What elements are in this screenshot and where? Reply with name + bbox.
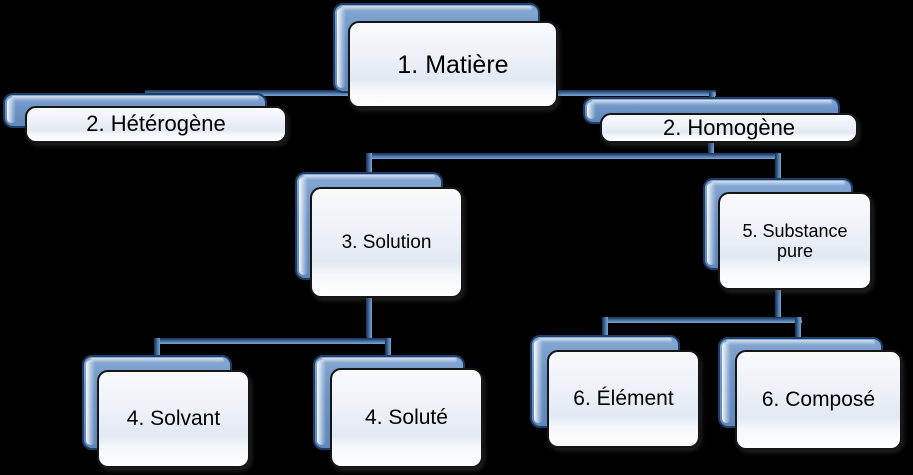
connector-drop-solvant: [154, 338, 160, 361]
node-substance-pure-label: 5. Substance pure: [742, 220, 848, 261]
connector-drop-solute: [385, 338, 391, 363]
node-solute: 4. Soluté: [330, 368, 483, 468]
connector-solution-down: [366, 290, 372, 343]
connector-drop-element: [602, 317, 608, 340]
connector-homogene-children: [366, 153, 781, 159]
node-heterogene-label: 2. Hétérogène: [86, 111, 226, 137]
node-heterogene: 2. Hétérogène: [25, 106, 287, 143]
node-substance-pure: 5. Substance pure: [718, 192, 872, 290]
node-solution-label: 3. Solution: [341, 231, 432, 253]
connector-drop-substance-pure: [775, 153, 781, 185]
node-element-label: 6. Élément: [573, 387, 674, 411]
node-compose: 6. Composé: [735, 350, 902, 450]
node-homogene: 2. Homogène: [600, 113, 858, 143]
node-solvant-label: 4. Solvant: [126, 407, 221, 431]
node-compose-label: 6. Composé: [761, 388, 876, 412]
node-matiere: 1. Matière: [348, 21, 558, 108]
connector-substance-children: [602, 317, 802, 323]
node-homogene-label: 2. Homogène: [662, 114, 796, 140]
node-solution: 3. Solution: [310, 187, 463, 298]
node-element: 6. Élément: [547, 350, 700, 448]
node-solute-label: 4. Soluté: [365, 406, 448, 430]
connector-substance-down: [775, 285, 781, 323]
node-matiere-label: 1. Matière: [397, 50, 509, 79]
connector-drop-compose: [795, 317, 801, 343]
node-solvant: 4. Solvant: [97, 370, 250, 468]
connector-solution-children: [154, 338, 391, 344]
connector-drop-solution: [366, 153, 372, 180]
